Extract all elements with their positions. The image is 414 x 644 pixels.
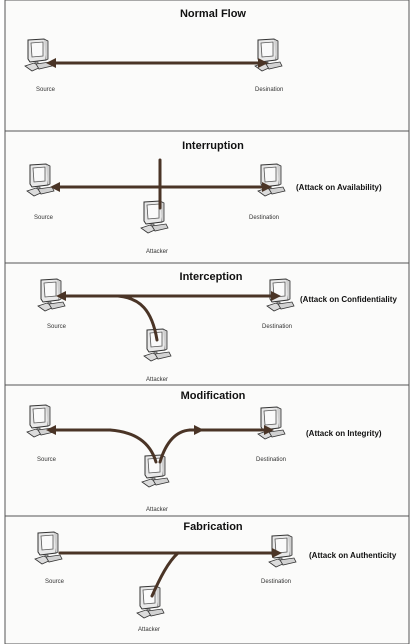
- panel-title: Fabrication: [183, 521, 243, 533]
- attack-label: (Attack on Authenticity: [309, 551, 397, 560]
- destination-label: Destination: [261, 579, 291, 585]
- source-label: Source: [36, 87, 56, 93]
- desktop-computer-icon: [144, 329, 171, 361]
- attack-label: (Attack on Availability): [296, 183, 382, 192]
- attacker-label: Attacker: [146, 377, 168, 383]
- attack-label: (Attack on Integrity): [306, 429, 382, 438]
- desktop-computer-icon: [258, 407, 285, 439]
- desktop-computer-icon: [25, 39, 52, 71]
- destination-label: Destination: [262, 324, 292, 330]
- panel-title: Interruption: [182, 140, 244, 152]
- desktop-computer-icon: [137, 586, 164, 618]
- attacker-label: Attacker: [138, 627, 160, 633]
- desktop-computer-icon: [35, 532, 62, 564]
- desktop-computer-icon: [27, 164, 54, 196]
- desktop-computer-icon: [141, 201, 168, 233]
- attacker-label: Attacker: [146, 507, 168, 513]
- panel-title: Modification: [181, 390, 246, 402]
- panel-title: Interception: [180, 271, 243, 283]
- destination-label: Desination: [255, 87, 283, 93]
- source-label: Source: [47, 324, 67, 330]
- attack-label: (Attack on Confidentiality: [300, 295, 397, 304]
- attacker-label: Attacker: [146, 249, 168, 255]
- destination-label: Destination: [249, 215, 279, 221]
- source-label: Source: [34, 215, 54, 221]
- source-label: Source: [45, 579, 65, 585]
- destination-label: Destination: [256, 457, 286, 463]
- panel-title: Normal Flow: [180, 8, 246, 20]
- desktop-computer-icon: [27, 405, 54, 437]
- source-label: Source: [37, 457, 57, 463]
